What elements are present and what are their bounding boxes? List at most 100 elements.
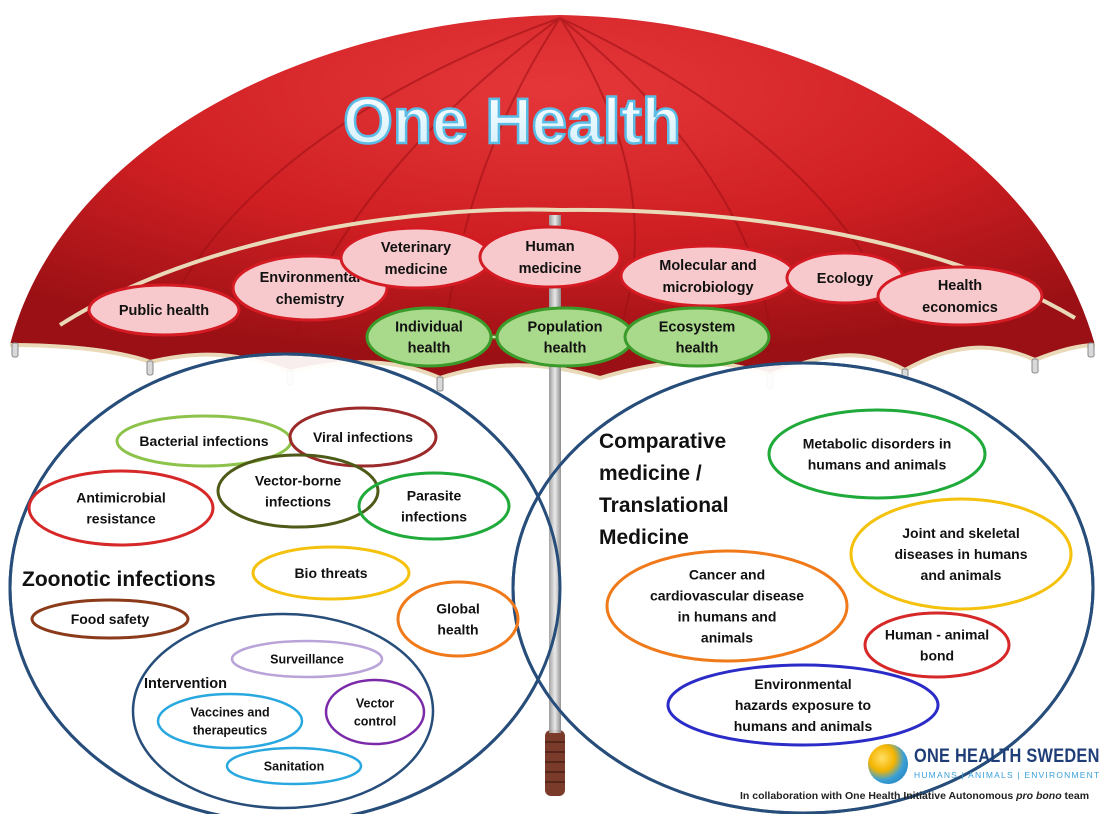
veterinary-medicine-bubble: Veterinary medicine (339, 226, 493, 290)
antimicrobial-resistance-label: resistance (86, 511, 155, 527)
cancer-cardiovascular-label: cardiovascular disease (650, 588, 804, 604)
vector-borne-infections-outline (216, 453, 380, 529)
individual-health-bubble: Individual health (365, 306, 493, 368)
globe-icon (868, 744, 908, 784)
canopy-inner-edge (58, 207, 1077, 327)
molecular-microbiology-label: microbiology (662, 280, 753, 296)
food-safety-outline (30, 598, 190, 640)
collab-prefix: In collaboration with One Health Initiat… (740, 790, 1017, 802)
cancer-cardiovascular-label: animals (701, 630, 753, 646)
logo-subtitle: HUMANS | ANIMALS | ENVIRONMENT (914, 770, 1100, 780)
molecular-microbiology-label: Molecular and (659, 258, 757, 274)
individual-health-label: Individual (395, 320, 463, 336)
environmental-hazards-label: humans and animals (734, 718, 873, 734)
ecosystem-health-label: Ecosystem (659, 320, 736, 336)
vaccines-therapeutics-label: therapeutics (193, 724, 267, 738)
viral-infections-outline (288, 406, 438, 468)
sanitation-label: Sanitation (264, 760, 324, 774)
parasite-infections-label: Parasite (407, 488, 462, 504)
human-medicine-outline (478, 225, 622, 289)
surveillance-outline (230, 639, 384, 679)
molecular-microbiology-outline (619, 244, 797, 308)
public-health-outline (87, 283, 241, 337)
antimicrobial-resistance-label: Antimicrobial (76, 490, 165, 506)
population-health-outline (495, 306, 635, 368)
public-health-bubble: Public health (87, 283, 241, 337)
ecosystem-health-label: health (676, 341, 719, 357)
shaft-overlay (549, 378, 561, 733)
vector-control-bubble: Vector control (324, 678, 426, 746)
canopy-hem (9, 343, 1096, 381)
health-economics-label: Health (938, 278, 982, 294)
sanitation-outline (225, 746, 363, 786)
bio-threats-label: Bio threats (294, 565, 367, 581)
surveillance-bubble: Surveillance (230, 639, 384, 679)
health-economics-outline (876, 265, 1044, 327)
antimicrobial-resistance-outline (27, 469, 215, 547)
comparative-heading-line: Comparative (599, 430, 726, 453)
vaccines-therapeutics-outline (156, 692, 304, 750)
environmental-hazards-outline (666, 663, 940, 747)
human-animal-bond-label: bond (920, 648, 954, 664)
global-health-label: Global (436, 601, 480, 617)
global-health-bubble: Global health (396, 580, 520, 658)
collaboration-note: In collaboration with One Health Initiat… (740, 790, 1089, 802)
population-health-label: health (544, 341, 587, 357)
discipline-bubbles: Public health Environmental chemistry Veter… (87, 225, 1044, 337)
zoonotic-circle-outline (8, 352, 562, 819)
bio-threats-outline (251, 545, 411, 601)
joint-skeletal-label: diseases in humans (894, 546, 1027, 562)
vector-borne-infections-label: Vector-borne (255, 473, 342, 489)
comparative-heading-line: Translational (599, 494, 729, 517)
logo-title: ONE HEALTH SWEDEN (914, 746, 1100, 767)
bacterial-infections-label: Bacterial infections (139, 433, 268, 449)
collab-emphasis: pro bono (1016, 790, 1062, 802)
population-health-label: Population (528, 320, 603, 336)
human-animal-bond-outline (863, 611, 1011, 679)
parasite-infections-label: infections (401, 509, 467, 525)
joint-skeletal-label: Joint and skeletal (902, 525, 1019, 541)
food-safety-label: Food safety (71, 611, 150, 627)
vector-control-label: control (354, 715, 396, 729)
veterinary-medicine-label: medicine (385, 262, 448, 278)
comparative-circle-outline (511, 361, 1095, 815)
individual-health-label: health (408, 341, 451, 357)
vector-control-outline (324, 678, 426, 746)
health-economics-label: economics (922, 300, 998, 316)
one-health-sweden-logo: ONE HEALTH SWEDEN HUMANS | ANIMALS | ENV… (868, 744, 1099, 786)
population-health-bubble: Population health (495, 306, 635, 368)
human-animal-bond-bubble: Human - animal bond (863, 611, 1011, 679)
global-health-label: health (437, 622, 478, 638)
cancer-cardiovascular-outline (605, 549, 849, 663)
global-health-outline (396, 580, 520, 658)
veterinary-medicine-label: Veterinary (381, 240, 451, 256)
parasite-infections-outline (357, 471, 511, 541)
public-health-label: Public health (119, 303, 209, 319)
human-medicine-label: Human (525, 239, 574, 255)
environmental-chemistry-label: Environmental (260, 270, 361, 286)
veterinary-medicine-outline (339, 226, 493, 290)
vector-control-label: Vector (356, 697, 394, 711)
umbrella-handle (545, 730, 565, 796)
metabolic-disorders-outline (767, 408, 987, 500)
human-animal-bond-label: Human - animal (885, 627, 989, 643)
environmental-chemistry-label: chemistry (276, 292, 345, 308)
zoonotic-heading: Zoonotic infections (22, 568, 216, 591)
antimicrobial-resistance-bubble: Antimicrobial resistance (27, 469, 215, 547)
surveillance-label: Surveillance (270, 653, 344, 667)
ecology-label: Ecology (817, 271, 873, 287)
bio-threats-bubble: Bio threats (251, 545, 411, 601)
parasite-infections-bubble: Parasite infections (357, 471, 511, 541)
ecosystem-health-outline (623, 306, 771, 368)
